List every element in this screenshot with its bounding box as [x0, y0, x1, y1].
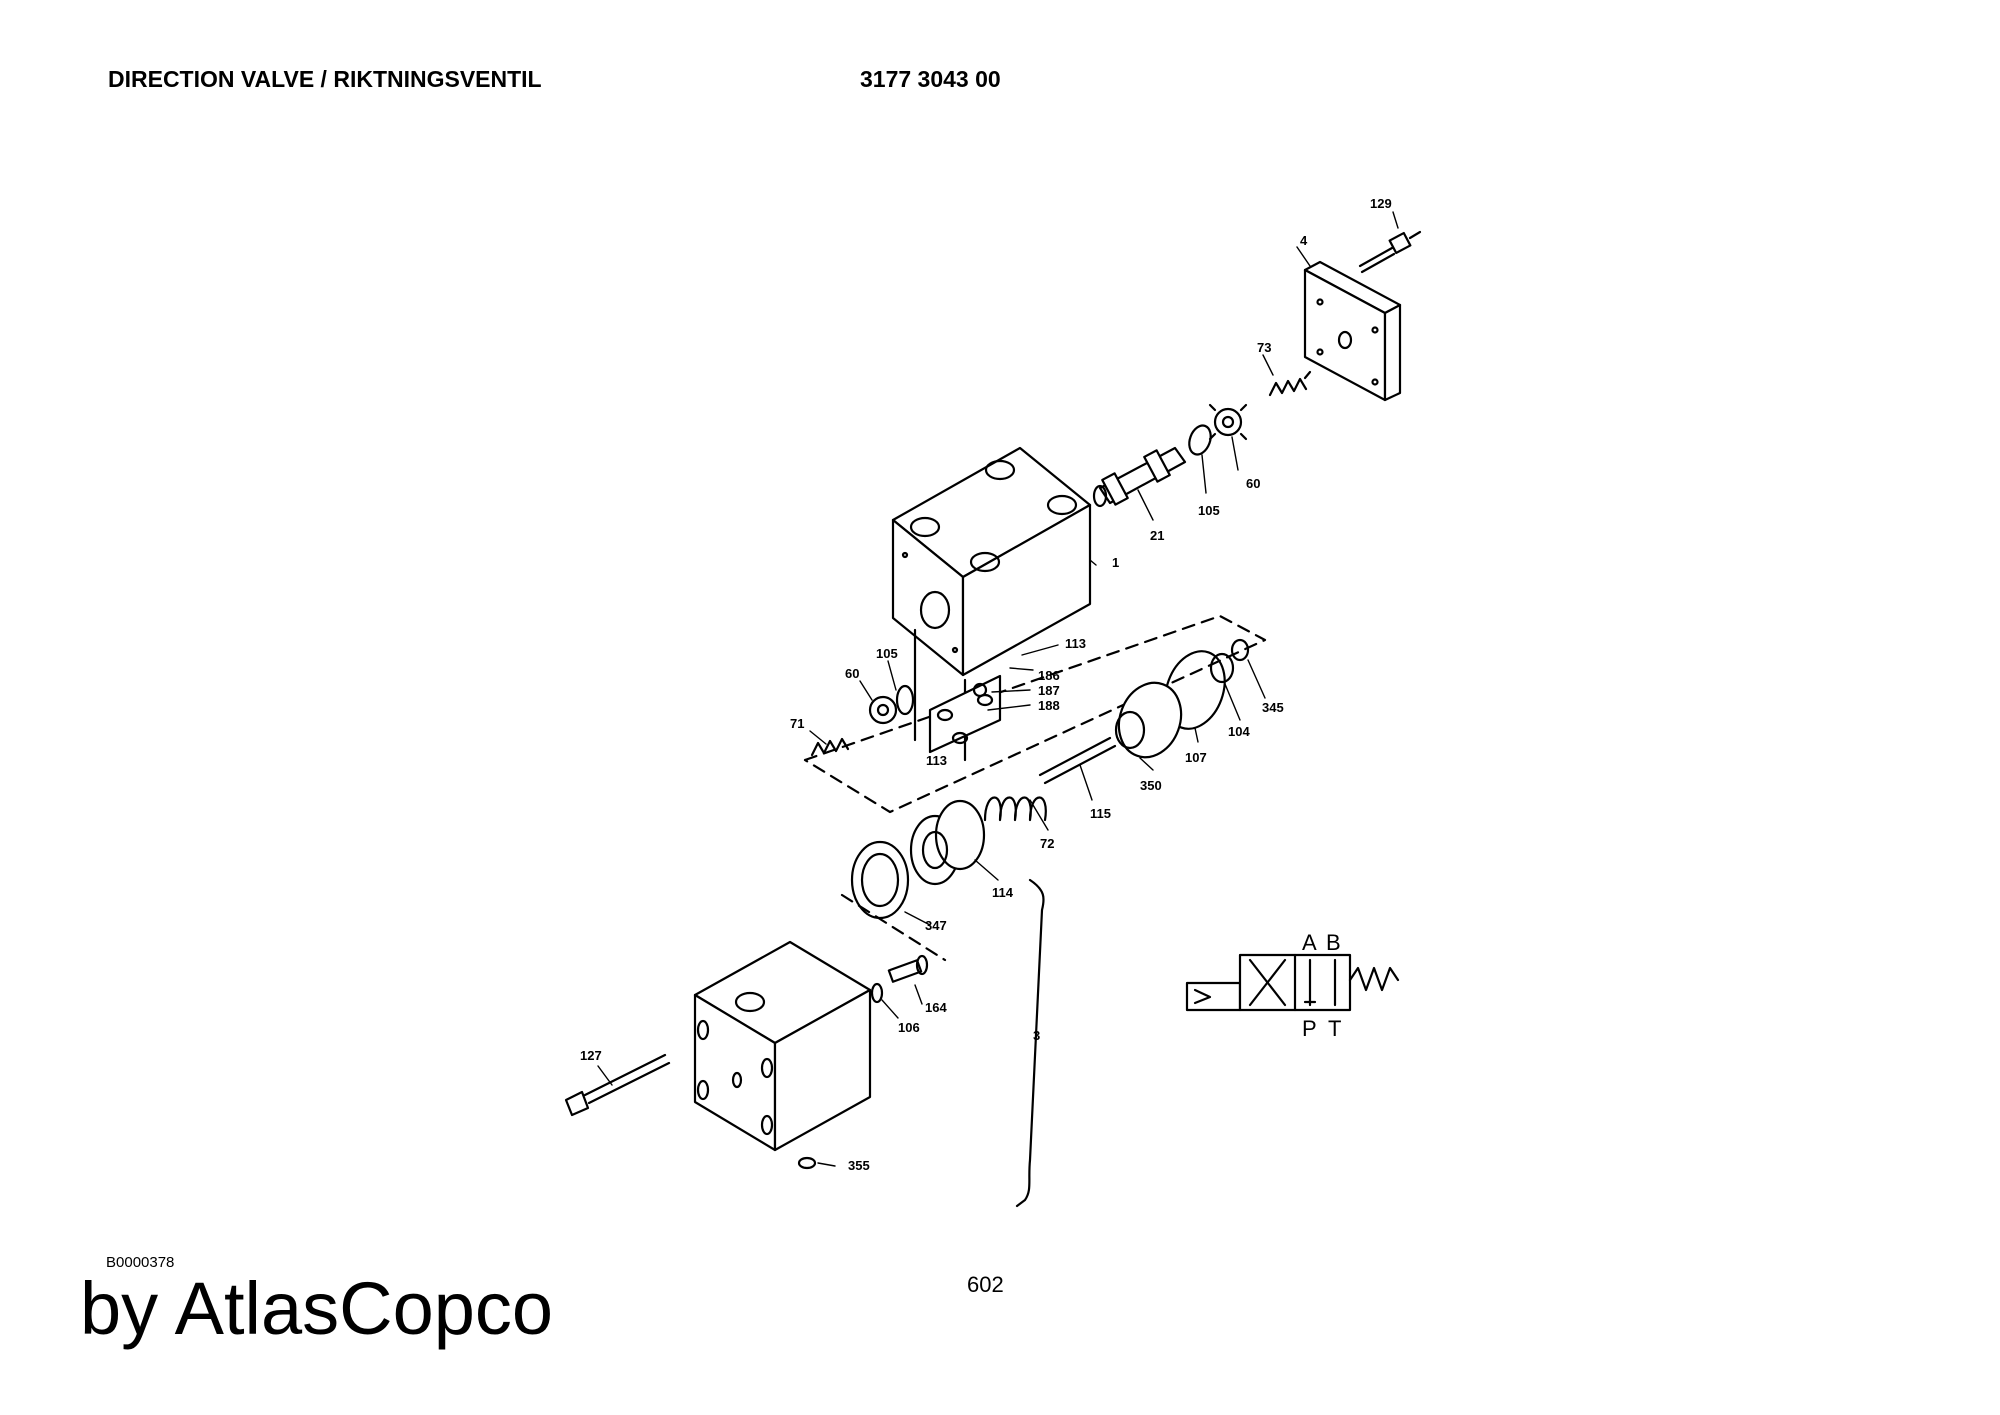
callout-104: 104	[1228, 724, 1250, 739]
o-ring-105-left	[895, 684, 915, 716]
screw-129	[1358, 230, 1422, 274]
callout-60-top: 60	[1246, 476, 1260, 491]
callout-355: 355	[848, 1158, 870, 1173]
callout-72: 72	[1040, 836, 1054, 851]
callout-186: 186	[1038, 668, 1060, 683]
callout-21: 21	[1150, 528, 1164, 543]
o-ring-355	[797, 1156, 817, 1170]
drawing-code: B0000378	[106, 1254, 175, 1271]
o-ring-105-top	[1188, 424, 1212, 456]
page-number: 602	[967, 1272, 1004, 1297]
callout-345: 345	[1262, 700, 1284, 715]
callout-350: 350	[1140, 778, 1162, 793]
bolt-127	[564, 1053, 671, 1117]
port-b-label: B	[1326, 930, 1341, 955]
spool-21	[1092, 446, 1187, 508]
symbol-port-labels: A B P T	[1302, 930, 1341, 1041]
diaphragm-107	[1164, 650, 1226, 730]
washer-345	[1230, 638, 1250, 662]
callout-113-top: 113	[1065, 636, 1086, 651]
gasket-dashed-outline	[803, 614, 1267, 814]
washer-104	[1209, 652, 1235, 684]
brand-watermark: by AtlasCopco	[80, 1267, 554, 1350]
spring-72	[983, 796, 1047, 822]
hydraulic-valve-symbol	[1185, 953, 1400, 1012]
piston-350	[1114, 681, 1183, 759]
callout-114: 114	[992, 885, 1014, 900]
port-t-label: T	[1328, 1016, 1341, 1041]
plug-164	[887, 954, 929, 983]
pin-115	[1038, 736, 1117, 785]
port-a-label: A	[1302, 930, 1317, 955]
callout-73: 73	[1257, 340, 1271, 355]
callout-4: 4	[1300, 233, 1308, 248]
port-p-label: P	[1302, 1016, 1317, 1041]
callout-129: 129	[1370, 196, 1392, 211]
spring-71	[810, 737, 850, 757]
end-cover-block	[693, 940, 872, 1152]
piston-114	[909, 799, 986, 886]
document-title: DIRECTION VALVE / RIKTNINGSVENTIL	[108, 66, 542, 92]
callout-105-top: 105	[1198, 503, 1220, 518]
callout-164: 164	[925, 1000, 947, 1015]
callout-113-bottom: 113	[926, 753, 947, 768]
valve-body-1	[891, 446, 1092, 762]
callout-1: 1	[1112, 555, 1119, 570]
callout-105-left: 105	[876, 646, 898, 661]
o-ring-106	[870, 982, 884, 1004]
callout-188: 188	[1038, 698, 1060, 713]
callout-3: 3	[1033, 1028, 1040, 1043]
washer-60-top	[1208, 403, 1248, 441]
callout-127: 127	[580, 1048, 602, 1063]
callout-71: 71	[790, 716, 804, 731]
end-cover-plate	[1303, 260, 1402, 402]
callout-187: 187	[1038, 683, 1060, 698]
spring-73	[1268, 370, 1312, 397]
callout-106: 106	[898, 1020, 920, 1035]
assembly-bracket-3	[1015, 878, 1045, 1208]
callout-115: 115	[1090, 806, 1111, 821]
callout-labels: 129 4 73 60 105 21 1 113 186 187 188 105…	[580, 196, 1392, 1173]
callout-60-left: 60	[845, 666, 859, 681]
sleeve-dashed-outline	[840, 893, 947, 962]
part-number: 3177 3043 00	[860, 66, 1001, 92]
washer-60-left	[868, 695, 898, 725]
callout-107: 107	[1185, 750, 1207, 765]
callout-347: 347	[925, 918, 947, 933]
